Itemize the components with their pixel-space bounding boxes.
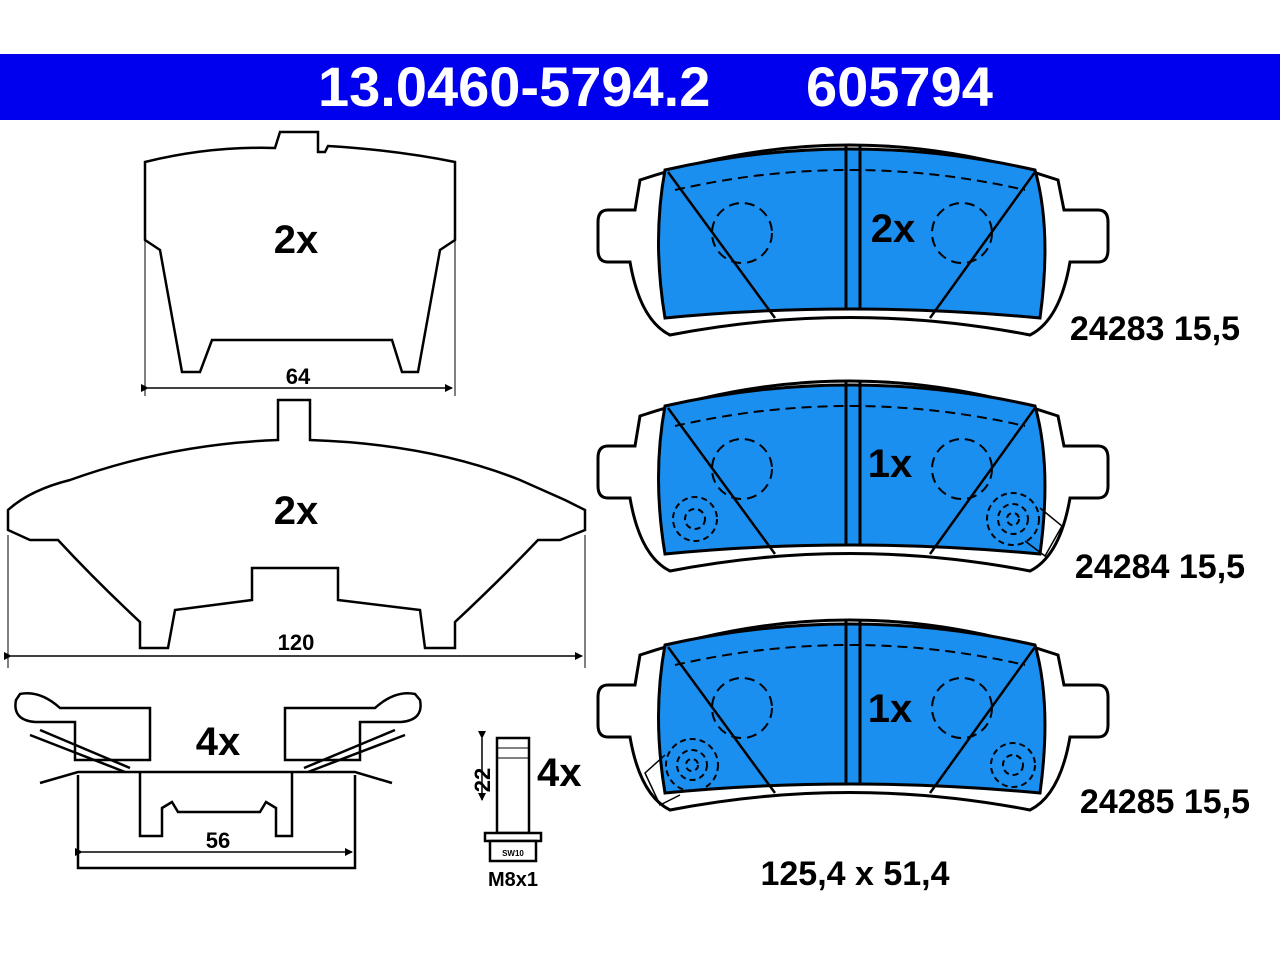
spring-wide-qty: 2x [274,489,319,533]
pad-1-code: 24283 15,5 [1070,310,1240,348]
pad-2-qty: 1x [868,442,913,486]
spring-clip-wide: 2x 120 [4,398,587,668]
clips-qty: 4x [196,720,241,764]
spring-clip-small: 2x 64 [141,130,457,396]
brake-pad-2 [596,379,1110,573]
bolt-head-mark: SW10 [502,849,524,858]
guide-bolt [478,731,543,863]
spring-small-dim: 64 [286,364,311,389]
bolt-thread: M8x1 [488,869,538,891]
pad-1-qty: 2x [871,207,916,251]
bolt-qty: 4x [537,751,582,795]
brake-pad-3 [596,618,1110,812]
pad-2-code: 24284 15,5 [1075,548,1245,586]
pad-dimensions: 125,4 x 51,4 [760,855,949,893]
bolt-length: 22 [470,768,495,792]
spring-small-qty: 2x [274,218,319,262]
pad-3-code: 24285 15,5 [1080,783,1250,821]
pad-3-qty: 1x [868,687,913,731]
header-bar: 13.0460-5794.2 605794 [0,54,1280,120]
spring-wide-dim: 120 [278,630,315,655]
reference-number: 605794 [806,55,993,118]
clips-dim: 56 [206,828,230,853]
brake-pad-1 [596,143,1110,337]
abutment-clips [14,692,422,870]
part-number: 13.0460-5794.2 [318,55,711,118]
